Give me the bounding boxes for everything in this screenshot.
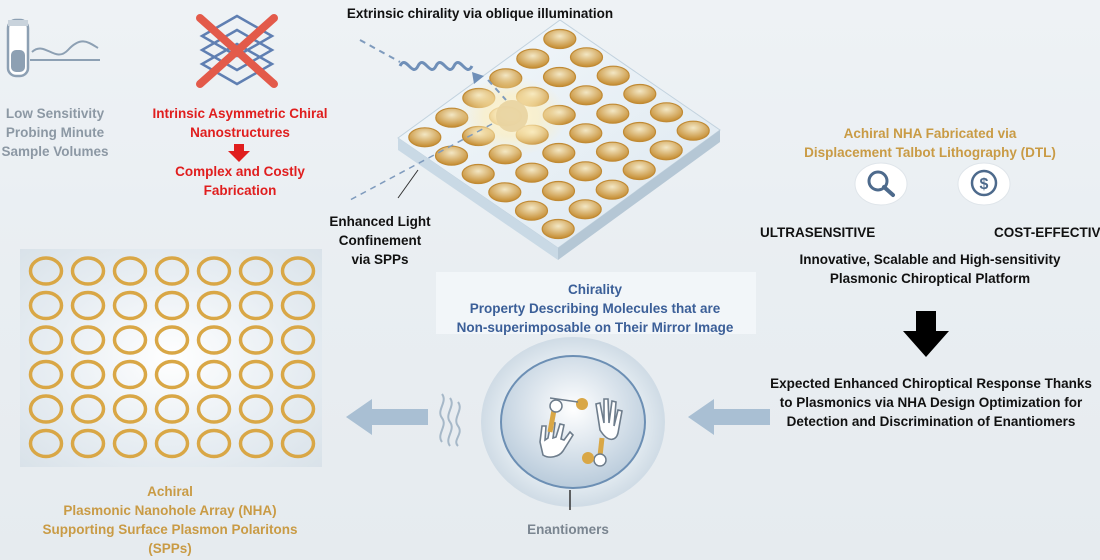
nanohole xyxy=(196,256,232,286)
red-down-arrow-icon xyxy=(228,144,250,162)
plate-nanohole xyxy=(596,65,630,86)
nanohole xyxy=(154,290,190,321)
plate-nanohole xyxy=(434,145,469,166)
nanohole-array xyxy=(28,256,316,459)
plate-nanohole xyxy=(569,123,603,144)
enantiomers-pointer xyxy=(569,490,571,510)
nanohole xyxy=(70,359,106,390)
left-arrow-icon xyxy=(346,399,428,435)
nanohole xyxy=(280,394,316,424)
nanohole xyxy=(70,394,106,424)
nanohole xyxy=(280,428,316,459)
nanohole xyxy=(154,394,190,424)
nanohole xyxy=(28,256,64,286)
nanohole xyxy=(70,290,106,321)
nanohole xyxy=(154,428,190,459)
plate-nanohole xyxy=(542,142,576,164)
plate-nanohole xyxy=(649,140,683,161)
nanohole xyxy=(28,359,64,390)
plate-nanohole xyxy=(543,28,577,50)
hands-icon xyxy=(539,397,623,467)
plate-nanohole xyxy=(568,161,603,182)
plate-nanohole xyxy=(622,159,656,181)
light-confinement-text: Enhanced Light Confinement via SPPs xyxy=(329,214,431,267)
plate-nanohole xyxy=(568,199,602,220)
fabrication-text: Complex and Costly Fabrication xyxy=(175,164,305,198)
plate-nanohole xyxy=(676,120,710,141)
illumination-caption: Extrinsic chirality via oblique illumina… xyxy=(346,6,614,21)
ultrasensitive-label: ULTRASENSITIVE xyxy=(760,225,876,240)
intrinsic-nanostructures-text: Intrinsic Asymmetric Chiral Nanostructur… xyxy=(152,106,328,140)
nanohole xyxy=(280,290,316,321)
expected-response-text: Expected Enhanced Chiroptical Response T… xyxy=(770,376,1092,429)
nanohole xyxy=(154,256,190,286)
nanohole xyxy=(154,325,190,355)
nanohole xyxy=(196,428,232,459)
plate-nanohole xyxy=(622,121,657,143)
plate-nanohole xyxy=(569,47,604,68)
nanohole xyxy=(28,428,64,459)
achiral-nha-text: Achiral Plasmonic Nanohole Array (NHA) S… xyxy=(42,484,298,556)
plate-nanohole xyxy=(408,127,442,148)
chirality-definition: Property Describing Molecules that are N… xyxy=(456,301,734,335)
nanohole xyxy=(28,290,64,321)
nanohole xyxy=(112,394,148,424)
low-sensitivity-text: Low Sensitivity Probing Minute Sample Vo… xyxy=(1,106,109,159)
plate-nanohole xyxy=(595,141,630,162)
nanohole xyxy=(238,256,274,286)
left-arrow-icon xyxy=(688,399,770,435)
nanohole xyxy=(196,394,232,424)
cost-effective-label: COST-EFFECTIVE xyxy=(994,225,1100,240)
platform-text: Innovative, Scalable and High-sensitivit… xyxy=(799,252,1061,286)
nanohole xyxy=(280,359,316,390)
plate-nanohole xyxy=(516,48,550,69)
plate-nanohole xyxy=(569,85,603,106)
nanohole xyxy=(70,256,106,286)
nanohole xyxy=(112,290,148,321)
svg-text:$: $ xyxy=(980,176,989,193)
nanohole xyxy=(280,256,316,286)
nanohole xyxy=(112,428,148,459)
nanohole xyxy=(196,359,232,390)
test-tube-icon xyxy=(6,18,100,78)
nanohole xyxy=(238,394,274,424)
nanohole xyxy=(238,290,274,321)
plate-nanohole xyxy=(595,179,629,200)
plate-nanohole xyxy=(541,180,576,202)
enantiomers-circle xyxy=(481,337,665,507)
nanohole-plate xyxy=(349,19,721,260)
nanohole xyxy=(238,428,274,459)
chirality-title: Chirality xyxy=(567,282,622,297)
nanohole xyxy=(238,325,274,355)
nanohole xyxy=(70,428,106,459)
plate-nanohole xyxy=(542,66,577,88)
plate-nanohole xyxy=(514,200,549,221)
plate-nanohole xyxy=(541,218,575,240)
nanohole xyxy=(112,359,148,390)
plate-nanohole xyxy=(596,103,630,124)
motion-lines xyxy=(439,393,461,447)
nanohole xyxy=(112,325,148,355)
nanohole xyxy=(280,325,316,355)
nanohole xyxy=(196,290,232,321)
plate-nanohole xyxy=(488,182,522,203)
achiral-dtl-text: Achiral NHA Fabricated via Displacement … xyxy=(804,126,1056,160)
plate-nanohole xyxy=(515,162,549,183)
plate-nanohole xyxy=(461,163,495,185)
crossed-lattice-icon xyxy=(196,14,278,88)
nanohole xyxy=(28,394,64,424)
nanohole xyxy=(112,256,148,286)
magnifier-icon xyxy=(854,162,908,206)
chirality-panel xyxy=(436,272,756,334)
nanohole xyxy=(238,359,274,390)
black-down-arrow-icon xyxy=(903,311,949,357)
nanohole xyxy=(154,359,190,390)
dollar-coin-icon: $ xyxy=(957,162,1011,206)
plate-nanohole xyxy=(649,102,684,123)
nanohole xyxy=(70,325,106,355)
nanohole xyxy=(196,325,232,355)
plate-nanohole xyxy=(623,83,657,105)
enantiomers-label: Enantiomers xyxy=(527,522,609,537)
nanohole xyxy=(28,325,64,355)
